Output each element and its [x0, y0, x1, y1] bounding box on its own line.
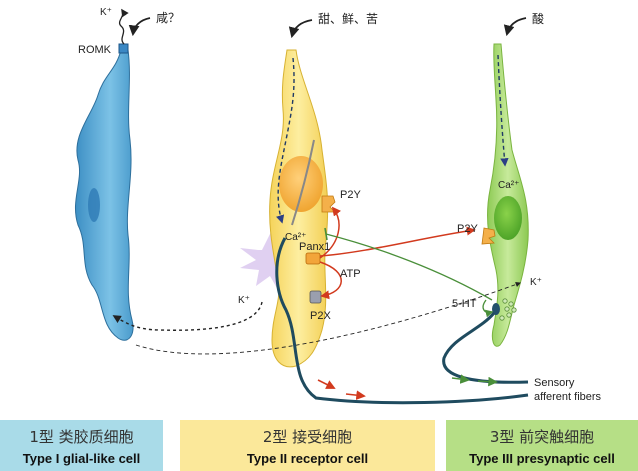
- type2-caption-zh: 2型 接受细胞: [262, 428, 353, 446]
- panx1-label: Panx1: [299, 241, 330, 253]
- green-signal-arrow-1: [451, 374, 470, 384]
- grey-filament: [291, 139, 315, 226]
- k-long-dotted-to-type3: [135, 281, 522, 355]
- k-ion-type3-label: K⁺: [530, 277, 542, 288]
- type1-cell: [74, 8, 151, 341]
- serotonin-vesicles: [499, 298, 517, 321]
- type2-cell: [240, 19, 336, 368]
- red-signal-arrow-2: [345, 390, 366, 400]
- atp-label: ATP: [340, 268, 361, 280]
- type1-caption-panel: 1型 类胶质细胞 Type I glial-like cell: [0, 420, 163, 471]
- panx1-channel: [305, 252, 321, 265]
- stimulus-sour-label: 酸: [532, 11, 544, 26]
- inhibition-bar: [324, 227, 328, 241]
- sensory-label: Sensory: [534, 377, 575, 389]
- romk-channel: [118, 43, 129, 54]
- ca-signal-path-type2: [276, 57, 295, 224]
- type1-caption-zh: 1型 类胶质细胞: [29, 428, 134, 446]
- romk-label: ROMK: [78, 44, 112, 56]
- serotonin-release-arrow: [482, 299, 494, 318]
- serotonin-label: 5-HT: [452, 298, 477, 310]
- type2-caption-panel: 2型 接受细胞 Type II receptor cell: [180, 420, 435, 471]
- type3-caption-en: Type III presynaptic cell: [469, 451, 615, 466]
- type3-cell: [481, 17, 529, 347]
- green-signal-arrow-2: [477, 376, 498, 387]
- type3-caption-panel: 3型 前突触细胞 Type III presynaptic cell: [446, 420, 638, 471]
- salt-stimulus-arrow: [128, 17, 151, 37]
- type1-nucleus: [88, 188, 100, 222]
- type3-nucleus: [494, 196, 522, 240]
- panx1-to-p2y-arrow: [319, 226, 476, 257]
- signaling-arrows: [112, 206, 522, 355]
- atp-autocrine-arrow: [319, 206, 341, 259]
- p2x-receptor: [309, 290, 322, 304]
- red-signal-arrow-1: [317, 379, 336, 389]
- afferent-fibers-label: afferent fibers: [534, 391, 602, 403]
- afferent-nerve-fibers: [275, 237, 529, 405]
- stimulus-salt-label: 咸？: [156, 11, 180, 25]
- p2y-receptor-type3: [481, 227, 496, 245]
- atp-to-p2x-arrow: [319, 261, 342, 300]
- purple-burst: [240, 232, 302, 290]
- serotonin-inhibition-line: [325, 233, 493, 301]
- ca-signal-path-type3: [497, 54, 509, 167]
- type1-caption-en: Type I glial-like cell: [22, 451, 141, 466]
- p2y-type3-label: P2Y: [457, 223, 478, 235]
- ca-type3-label: Ca²⁺: [498, 180, 519, 191]
- ca-type2-label: Ca²⁺: [285, 232, 306, 243]
- k-efflux-squiggle: [118, 8, 129, 45]
- p2x-label: P2X: [310, 310, 331, 322]
- nerve-fiber-type3: [442, 312, 529, 384]
- type3-cell-body: [487, 43, 529, 347]
- type2-nucleus: [279, 156, 323, 212]
- type3-caption-zh: 3型 前突触细胞: [489, 428, 595, 446]
- sweet-umami-bitter-arrow: [288, 19, 313, 39]
- stimulus-sweet-umami-bitter-label: 甜、鲜、苦: [318, 12, 378, 26]
- k-ion-top-label: K⁺: [100, 7, 112, 18]
- k-ion-left-label: K⁺: [238, 295, 250, 306]
- type2-caption-en: Type II receptor cell: [246, 451, 369, 466]
- k-efflux-dotted-to-type1: [112, 301, 263, 331]
- p2y-type2-label: P2Y: [340, 189, 361, 201]
- synaptic-terminal: [492, 303, 500, 315]
- type1-cell-body: [74, 49, 134, 341]
- sour-stimulus-arrow: [503, 17, 527, 37]
- p2y-receptor-type2: [321, 195, 336, 213]
- nerve-fiber-type2: [275, 237, 529, 405]
